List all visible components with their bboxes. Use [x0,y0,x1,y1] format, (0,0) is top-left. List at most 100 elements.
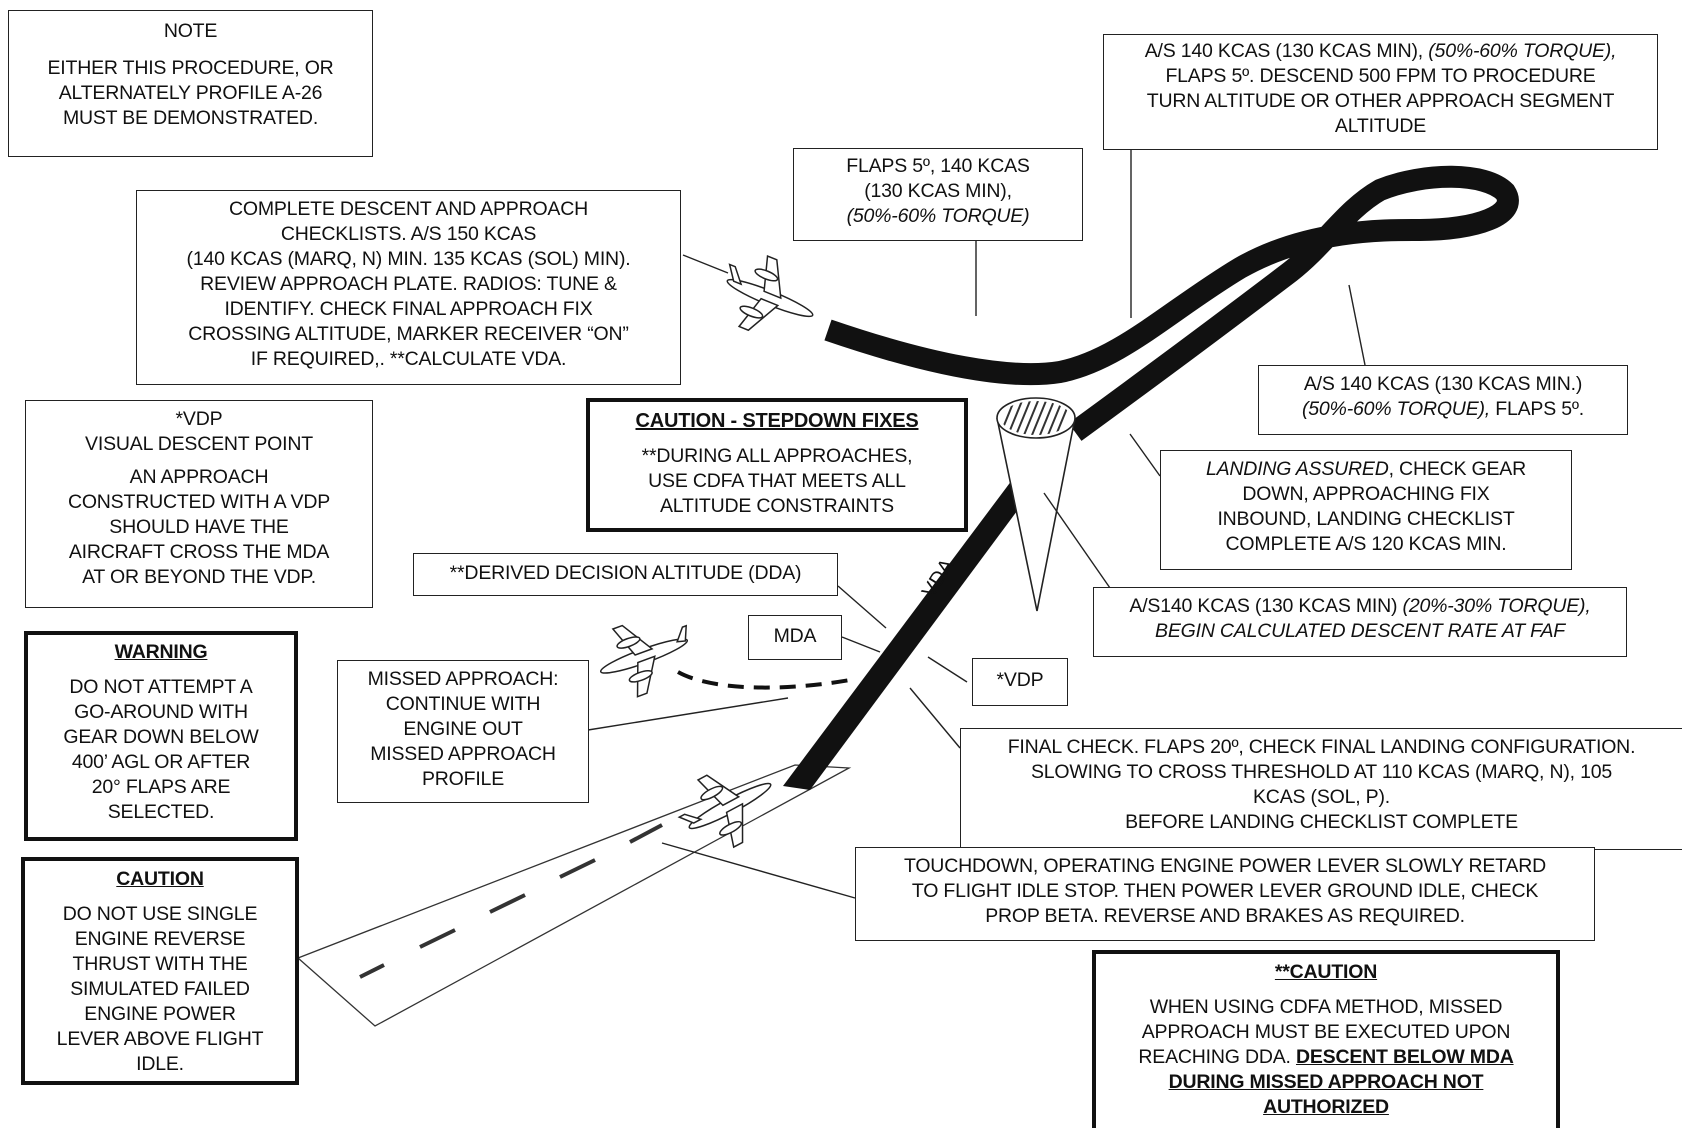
warning-line: GEAR DOWN BELOW [63,726,259,748]
vdp-body-line: CONSTRUCTED WITH A VDP [67,491,331,513]
missed-approach-line: PROFILE [421,768,505,790]
checklist-line: COMPLETE DESCENT AND APPROACH [228,198,588,220]
reverse-caution-title: CAUTION [116,868,204,890]
final-check-box: FINAL CHECK. FLAPS 20º, CHECK FINAL LAND… [960,728,1682,850]
cdfa-caution-mda-warning: DESCENT BELOW MDA [1295,1046,1514,1068]
procedure-turn-speed: A/S 140 KCAS (130 KCAS MIN), [1144,40,1429,62]
cdfa-caution-bold-line: DURING MISSED APPROACH NOT [1168,1071,1484,1093]
final-check-line: BEFORE LANDING CHECKLIST COMPLETE [1125,811,1518,833]
vdp-body-line: AT OR BEYOND THE VDP. [82,566,316,588]
vdp-line: VISUAL DESCENT POINT [85,433,313,455]
faf-descent-line: BEGIN CALCULATED DESCENT RATE AT FAF [1155,620,1565,642]
cdfa-caution-line: WHEN USING CDFA METHOD, MISSED [1149,996,1503,1018]
checklist-line: (140 KCAS (MARQ, N) MIN. 135 KCAS (SOL) … [186,248,631,270]
landing-assured-box: LANDING ASSURED, CHECK GEAR DOWN, APPROA… [1160,450,1572,570]
warning-line: 400’ AGL OR AFTER [71,751,251,773]
mda-label: MDA [773,625,817,647]
touchdown-line: PROP BETA. REVERSE AND BRAKES AS REQUIRE… [985,905,1465,927]
reverse-caution-line: LEVER ABOVE FLIGHT [56,1028,264,1050]
checklist-line: REVIEW APPROACH PLATE. RADIOS: TUNE & [200,273,617,295]
checklist-line: CROSSING ALTITUDE, MARKER RECEIVER “ON” [188,323,629,345]
cdfa-caution-dda: REACHING DDA. [1138,1046,1296,1068]
vdp-box: *VDP [972,658,1068,706]
touchdown-line: TO FLIGHT IDLE STOP. THEN POWER LEVER GR… [911,880,1539,902]
dda-label: **DERIVED DECISION ALTITUDE (DDA) [449,562,802,584]
note-line: EITHER THIS PROCEDURE, OR [47,57,334,79]
runway-centerline [359,823,663,979]
airplane-icon [599,624,689,698]
flaps-line: FLAPS 5º, 140 KCAS [846,155,1030,177]
vdp-definition-box: *VDP VISUAL DESCENT POINT AN APPROACH CO… [25,400,373,608]
procedure-turn-line: ALTITUDE [1334,115,1427,137]
flight-path-initial [824,165,1519,441]
landing-assured-label: LANDING ASSURED [1205,458,1389,480]
flaps-5-box: FLAPS 5º, 140 KCAS (130 KCAS MIN), (50%-… [793,148,1083,241]
missed-approach-line: ENGINE OUT [403,718,523,740]
airplane-icon [677,774,772,849]
stepdown-caution-title: CAUTION - STEPDOWN FIXES [635,410,919,432]
runway [296,764,852,1027]
final-approach-segment [783,476,1040,790]
stepdown-caution-line: ALTITUDE CONSTRAINTS [660,495,894,517]
landing-assured-line: DOWN, APPROACHING FIX [1242,483,1490,505]
missed-approach-path [677,670,851,690]
descent-checklist-box: COMPLETE DESCENT AND APPROACH CHECKLISTS… [136,190,681,385]
note-line: MUST BE DEMONSTRATED. [62,107,319,129]
touchdown-box: TOUCHDOWN, OPERATING ENGINE POWER LEVER … [855,847,1595,941]
final-check-line: FINAL CHECK. FLAPS 20º, CHECK FINAL LAND… [1007,736,1636,758]
inbound-speed-box: A/S 140 KCAS (130 KCAS MIN.) (50%-60% TO… [1258,365,1628,435]
final-check-line: SLOWING TO CROSS THRESHOLD AT 110 KCAS (… [1030,761,1613,783]
note-line: ALTERNATELY PROFILE A-26 [58,82,323,104]
cdfa-caution-line: APPROACH MUST BE EXECUTED UPON [1141,1021,1511,1043]
touchdown-line: TOUCHDOWN, OPERATING ENGINE POWER LEVER … [903,855,1546,877]
missed-approach-line: CONTINUE WITH [385,693,541,715]
reverse-caution-line: DO NOT USE SINGLE [62,903,258,925]
faf-cone [996,397,1076,612]
missed-approach-line: MISSED APPROACH [370,743,556,765]
warning-line: 20° FLAPS ARE [91,776,231,798]
procedure-turn-line: FLAPS 5º. DESCEND 500 FPM TO PROCEDURE [1165,65,1596,87]
faf-torque: (20%-30% TORQUE), [1402,595,1591,617]
inbound-flaps: FLAPS 5º. [1490,398,1585,420]
note-title: NOTE [163,20,218,42]
warning-line: SELECTED. [107,801,215,823]
reverse-caution-line: ENGINE POWER [84,1003,236,1025]
vdp-line: *VDP [175,408,223,430]
stepdown-caution-line: USE CDFA THAT MEETS ALL [648,470,906,492]
checklist-line: IDENTIFY. CHECK FINAL APPROACH FIX [224,298,593,320]
landing-assured-line: INBOUND, LANDING CHECKLIST [1217,508,1515,530]
dda-box: **DERIVED DECISION ALTITUDE (DDA) [413,553,838,596]
airplane-icon [726,254,814,332]
final-check-line: KCAS (SOL, P). [1253,786,1390,808]
stepdown-caution-box: CAUTION - STEPDOWN FIXES **DURING ALL AP… [586,398,968,532]
vdp-body-line: AN APPROACH [129,466,269,488]
landing-assured-gear: , CHECK GEAR [1388,458,1527,480]
faf-speed: A/S140 KCAS (130 KCAS MIN) [1129,595,1403,617]
missed-approach-line: MISSED APPROACH: [367,668,559,690]
reverse-thrust-caution-box: CAUTION DO NOT USE SINGLE ENGINE REVERSE… [21,857,299,1085]
warning-box: WARNING DO NOT ATTEMPT A GO-AROUND WITH … [24,631,298,841]
checklist-line: CHECKLISTS. A/S 150 KCAS [280,223,537,245]
flaps-torque-line: (50%-60% TORQUE) [846,205,1030,227]
cdfa-caution-box: **CAUTION WHEN USING CDFA METHOD, MISSED… [1092,950,1560,1128]
vdp-body-line: SHOULD HAVE THE [109,516,289,538]
faf-box: A/S140 KCAS (130 KCAS MIN) (20%-30% TORQ… [1093,587,1627,657]
flaps-line: (130 KCAS MIN), [864,180,1012,202]
procedure-turn-torque: (50%-60% TORQUE), [1428,40,1617,62]
missed-approach-box: MISSED APPROACH: CONTINUE WITH ENGINE OU… [337,660,589,803]
cdfa-caution-title: **CAUTION [1274,961,1378,983]
reverse-caution-line: ENGINE REVERSE [74,928,246,950]
inbound-torque: (50%-60% TORQUE), [1301,398,1491,420]
reverse-caution-line: SIMULATED FAILED [70,978,250,1000]
landing-assured-line: COMPLETE A/S 120 KCAS MIN. [1225,533,1507,555]
warning-title: WARNING [114,641,208,663]
checklist-line: IF REQUIRED,. **CALCULATE VDA. [250,348,567,370]
reverse-caution-line: IDLE. [136,1053,184,1075]
stepdown-caution-line: **DURING ALL APPROACHES, [641,445,913,467]
cdfa-caution-bold-line: AUTHORIZED [1263,1096,1389,1118]
inbound-speed-line: A/S 140 KCAS (130 KCAS MIN.) [1303,373,1583,395]
reverse-caution-line: THRUST WITH THE [72,953,248,975]
warning-line: GO-AROUND WITH [74,701,248,723]
vdp-label: *VDP [996,669,1044,691]
